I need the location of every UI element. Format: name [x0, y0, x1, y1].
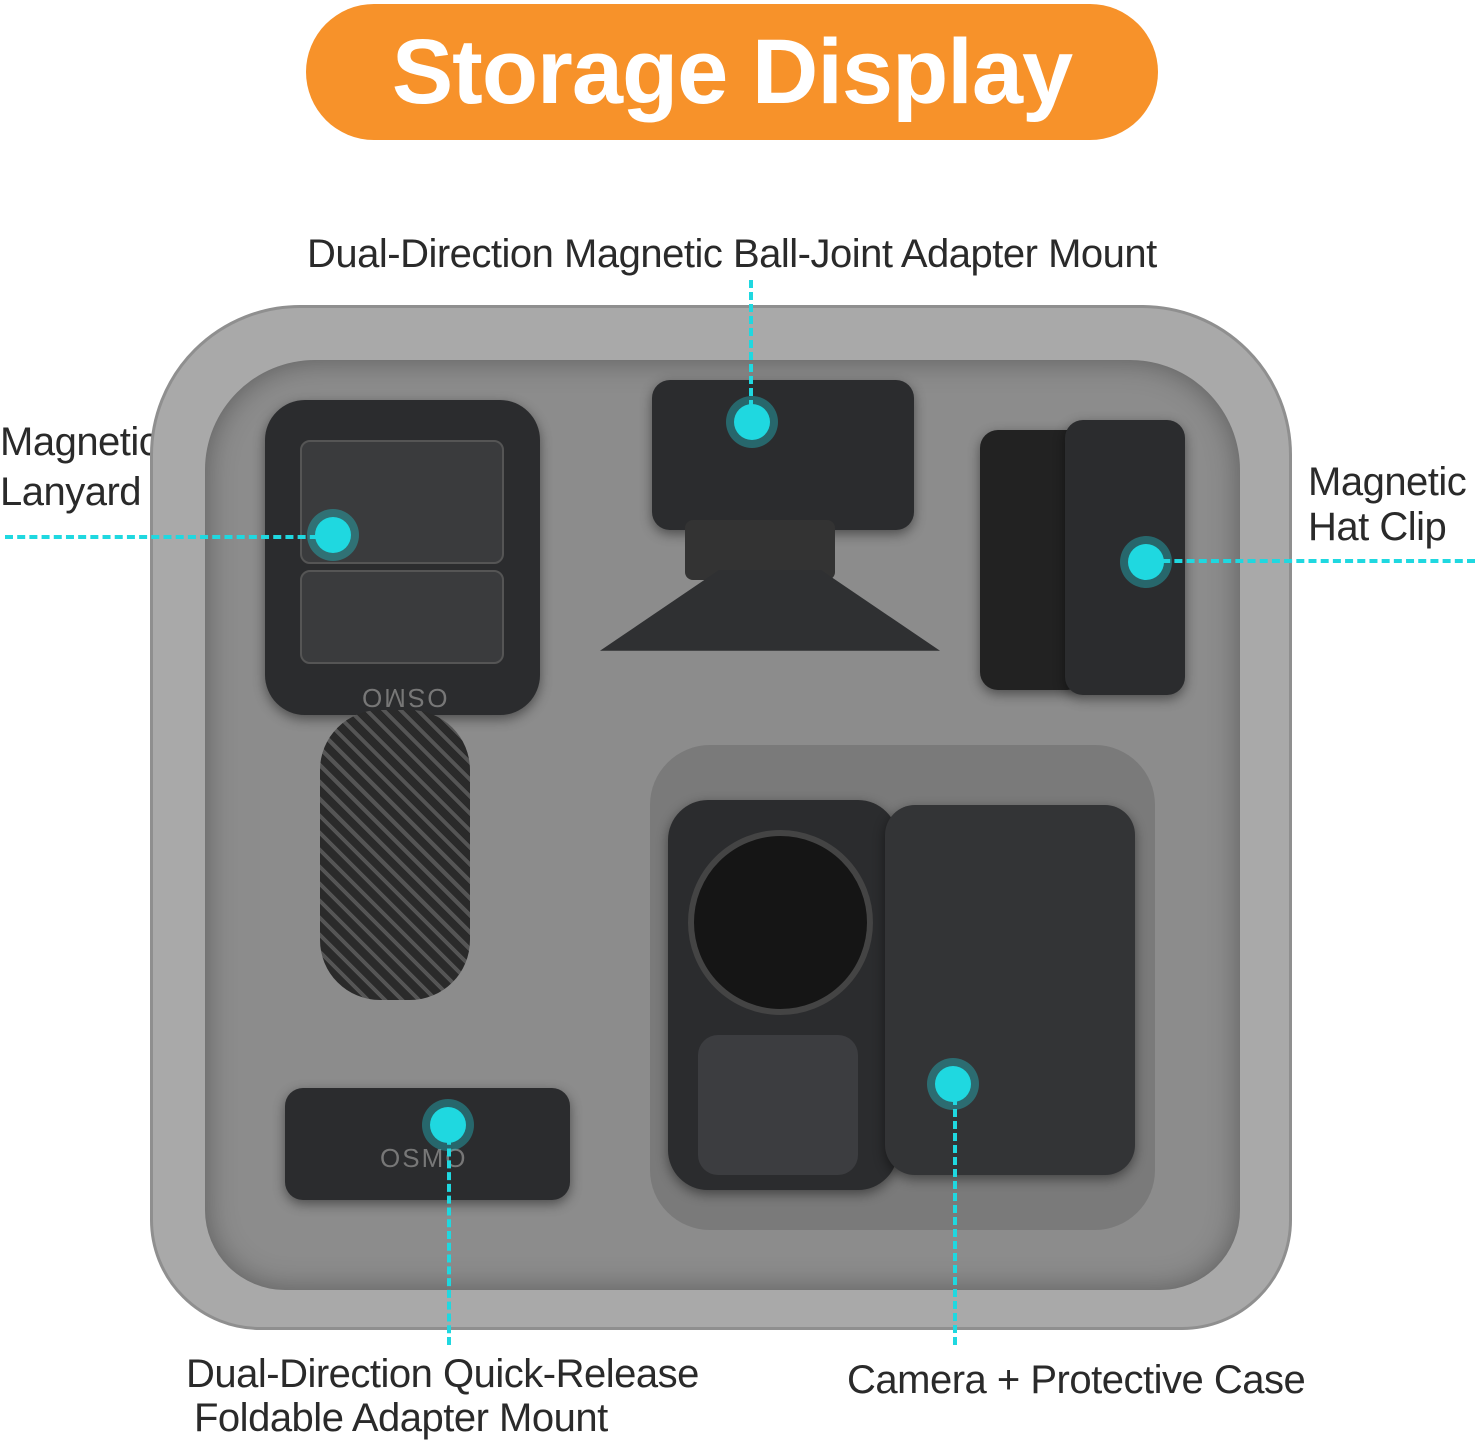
callout-dot-lanyard	[315, 517, 351, 553]
label-camera-case: Camera + Protective Case	[847, 1358, 1306, 1402]
label-quick-release-1: Dual-Direction Quick-Release	[186, 1352, 699, 1396]
page-title: Storage Display	[391, 20, 1073, 123]
callout-dot-ball-joint	[734, 404, 770, 440]
protective-case	[885, 805, 1135, 1175]
label-hat-clip-2: Hat Clip	[1308, 505, 1447, 549]
callout-dot-hat-clip	[1128, 544, 1164, 580]
callout-line-lanyard	[5, 535, 330, 539]
label-hat-clip-1: Magnetic	[1308, 460, 1467, 504]
camera-body	[668, 800, 898, 1190]
label-quick-release-2: Foldable Adapter Mount	[194, 1396, 608, 1440]
title-banner: Storage Display	[306, 4, 1158, 140]
callout-dot-quick-release	[430, 1107, 466, 1143]
quick-release-mount: OSMO	[285, 1088, 570, 1200]
label-ball-joint-mount: Dual-Direction Magnetic Ball-Joint Adapt…	[307, 232, 1157, 276]
hat-clip-front	[1065, 420, 1185, 695]
instruction-panel-bottom	[300, 570, 504, 664]
camera-screen	[698, 1035, 858, 1175]
ball-joint-mount-top	[652, 380, 914, 530]
lanyard-cord	[320, 710, 470, 1000]
quick-release-logo: OSMO	[380, 1143, 468, 1173]
callout-line-ball-joint	[749, 280, 753, 420]
label-lanyard-1: Magnetic	[0, 420, 159, 464]
callout-line-camera	[953, 1085, 957, 1345]
callout-line-quick-release	[447, 1125, 451, 1345]
lanyard-logo: OSMO	[360, 683, 448, 713]
callout-line-hat-clip	[1150, 559, 1475, 563]
callout-dot-camera	[935, 1066, 971, 1102]
camera-lens	[688, 830, 873, 1015]
lanyard-card: OSMO	[265, 400, 540, 715]
label-lanyard-2: Lanyard	[0, 470, 142, 514]
